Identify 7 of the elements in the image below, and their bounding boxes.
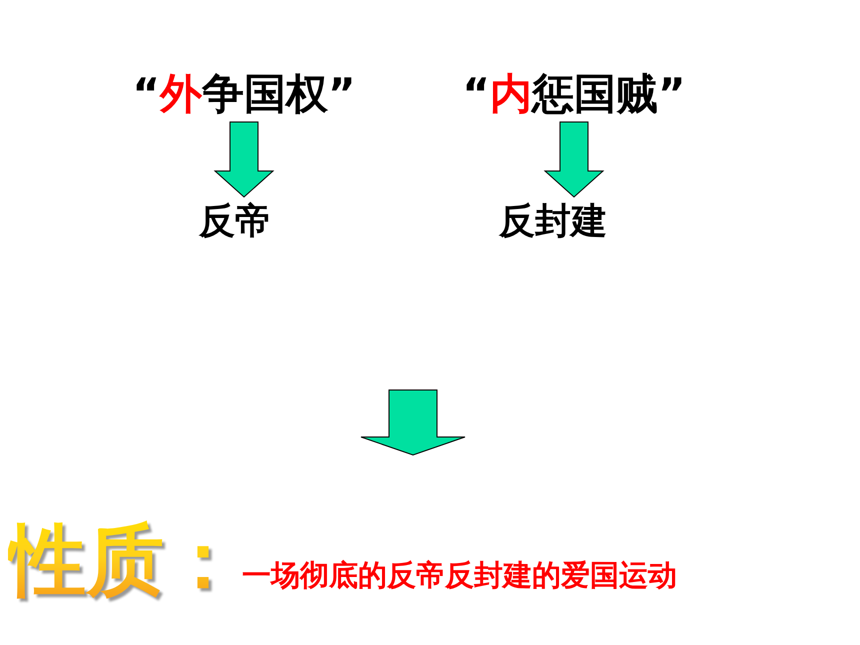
result-text: 反封建 [499, 200, 607, 244]
slogan-text: “内惩国贼” [462, 68, 686, 120]
block-arrow [544, 122, 604, 198]
slogan-text: “外争国权” [132, 68, 356, 120]
statement-text: 一场彻底的反帝反封建的爱国运动 [242, 557, 677, 594]
block-arrow [214, 122, 274, 198]
result-text: 反帝 [199, 200, 271, 244]
